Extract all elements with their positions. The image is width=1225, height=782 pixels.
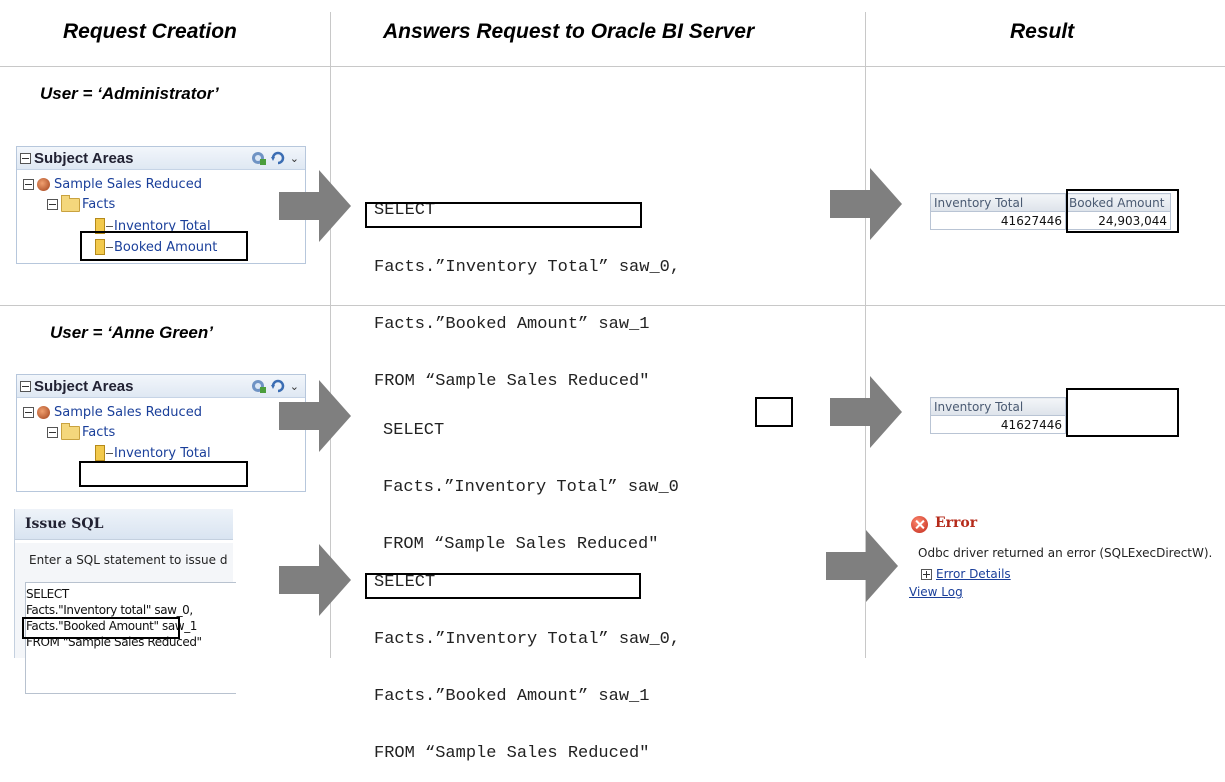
sql-line: Facts.”Booked Amount” saw_1 (374, 315, 650, 334)
sql-line: SELECT (374, 201, 436, 220)
arrow-right-icon (826, 530, 898, 602)
header-answers-request: Answers Request to Oracle BI Server (383, 20, 755, 43)
column-label: Booked Amount (114, 239, 218, 255)
arrow-right-icon (830, 168, 902, 240)
tree-folder-facts[interactable]: Facts (47, 194, 116, 212)
subject-area-label: Sample Sales Reduced (54, 405, 202, 420)
highlight-booked-amount-result (1066, 189, 1179, 233)
expand-icon[interactable] (921, 569, 932, 580)
chevron-down-icon[interactable]: ⌄ (289, 380, 299, 393)
chevron-down-icon[interactable]: ⌄ (289, 152, 299, 165)
collapse-icon[interactable] (47, 427, 58, 438)
highlight-booked-amount-sql-issue (365, 573, 641, 599)
column-label: Inventory Total (114, 445, 211, 461)
highlight-booked-amount-sql (365, 202, 642, 228)
collapse-icon[interactable] (47, 199, 58, 210)
subject-area-label: Sample Sales Reduced (54, 177, 202, 192)
sql-line: SELECT (374, 573, 436, 592)
collapse-icon[interactable] (23, 179, 34, 190)
error-details-link[interactable]: Error Details (936, 567, 1011, 581)
arrow-right-icon (279, 380, 351, 452)
subject-areas-title: Subject Areas (34, 149, 134, 167)
column-label: Inventory Total (114, 218, 211, 234)
collapse-icon[interactable] (23, 407, 34, 418)
arrow-right-icon (279, 170, 351, 242)
header-request-creation: Request Creation (63, 20, 237, 43)
result-value: 24,903,044 (1065, 211, 1171, 230)
sql-line: Facts.”Inventory Total” saw_0, (374, 258, 681, 277)
folder-icon (61, 422, 80, 440)
issue-sql-line: Facts."Booked Amount" saw_1 (26, 619, 198, 633)
result-header: Inventory Total (930, 193, 1066, 212)
add-subject-area-icon[interactable] (250, 378, 266, 394)
tree-column-inventory-total[interactable]: Inventory Total (95, 445, 211, 461)
highlight-booked-amount-tree (80, 231, 248, 261)
result-value: 41627446 (930, 211, 1066, 230)
column-icon (95, 445, 105, 461)
subject-areas-panel-admin: Subject Areas ⌄ Sample Sales Reduced Fac… (16, 146, 306, 264)
view-log-link[interactable]: View Log (909, 585, 963, 599)
result-table-admin: Inventory Total Booked Amount 41627446 2… (930, 193, 1171, 230)
tree-column-booked-amount[interactable]: Booked Amount (95, 239, 217, 255)
collapse-icon[interactable] (20, 380, 31, 392)
missing-column-box-result (1066, 388, 1179, 437)
sql-line: FROM “Sample Sales Reduced" (383, 535, 659, 554)
collapse-icon[interactable] (20, 152, 31, 164)
tree-column-inventory-total[interactable]: Inventory Total (95, 218, 211, 234)
issue-sql-line: Facts."Inventory total" saw_0, (26, 603, 193, 617)
error-title: Error (935, 515, 978, 531)
folder-icon (61, 194, 80, 212)
sql-line: FROM “Sample Sales Reduced" (374, 744, 650, 763)
tree-folder-facts[interactable]: Facts (47, 422, 116, 440)
column-icon (95, 218, 105, 234)
tree-subject-sample-sales[interactable]: Sample Sales Reduced (23, 405, 202, 420)
sql-line: Facts.”Booked Amount” saw_1 (374, 687, 650, 706)
header-result: Result (1010, 20, 1075, 43)
sql-query-admin: SELECT Facts.”Inventory Total” saw_0, Fa… (374, 163, 680, 410)
arrow-right-icon (279, 544, 351, 616)
subject-areas-header: Subject Areas (17, 147, 305, 170)
error-message: Odbc driver returned an error (SQLExecDi… (918, 546, 1213, 560)
arrow-right-icon (830, 376, 902, 448)
subject-areas-title: Subject Areas (34, 377, 134, 395)
result-value: 41627446 (930, 415, 1066, 434)
subject-area-icon (37, 406, 50, 419)
result-table-anne: Inventory Total 41627446 (930, 397, 1066, 434)
refresh-icon[interactable] (270, 378, 286, 394)
missing-column-box-tree (79, 461, 248, 487)
refresh-icon[interactable] (270, 150, 286, 166)
highlight-booked-amount-issue (22, 617, 180, 639)
issue-sql-title: Issue SQL (15, 509, 233, 540)
folder-label: Facts (82, 197, 116, 212)
tree-subject-sample-sales[interactable]: Sample Sales Reduced (23, 177, 202, 192)
error-icon (911, 516, 928, 533)
result-header: Inventory Total (930, 397, 1066, 416)
row-divider-middle (0, 305, 1225, 306)
user-label-anne-green: User = ‘Anne Green’ (50, 323, 213, 342)
issue-sql-prompt: Enter a SQL statement to issue d (29, 553, 228, 567)
subject-area-icon (37, 178, 50, 191)
add-subject-area-icon[interactable] (250, 150, 266, 166)
result-header: Booked Amount (1065, 193, 1171, 212)
missing-column-box-sql (755, 397, 793, 427)
sql-line: Facts.”Inventory Total” saw_0, (374, 630, 681, 649)
sql-line: FROM “Sample Sales Reduced" (374, 372, 650, 391)
sql-query-anne: SELECT Facts.”Inventory Total” saw_0 FRO… (383, 383, 679, 573)
column-icon (95, 239, 105, 255)
subject-areas-header: Subject Areas (17, 375, 305, 398)
folder-label: Facts (82, 425, 116, 440)
row-divider-top (0, 66, 1225, 67)
column-divider-2 (865, 12, 866, 658)
sql-line: SELECT (383, 421, 445, 440)
issue-sql-line: SELECT (26, 587, 69, 601)
sql-line: Facts.”Inventory Total” saw_0 (383, 478, 679, 497)
user-label-administrator: User = ‘Administrator’ (40, 84, 219, 103)
column-divider-1 (330, 12, 331, 658)
